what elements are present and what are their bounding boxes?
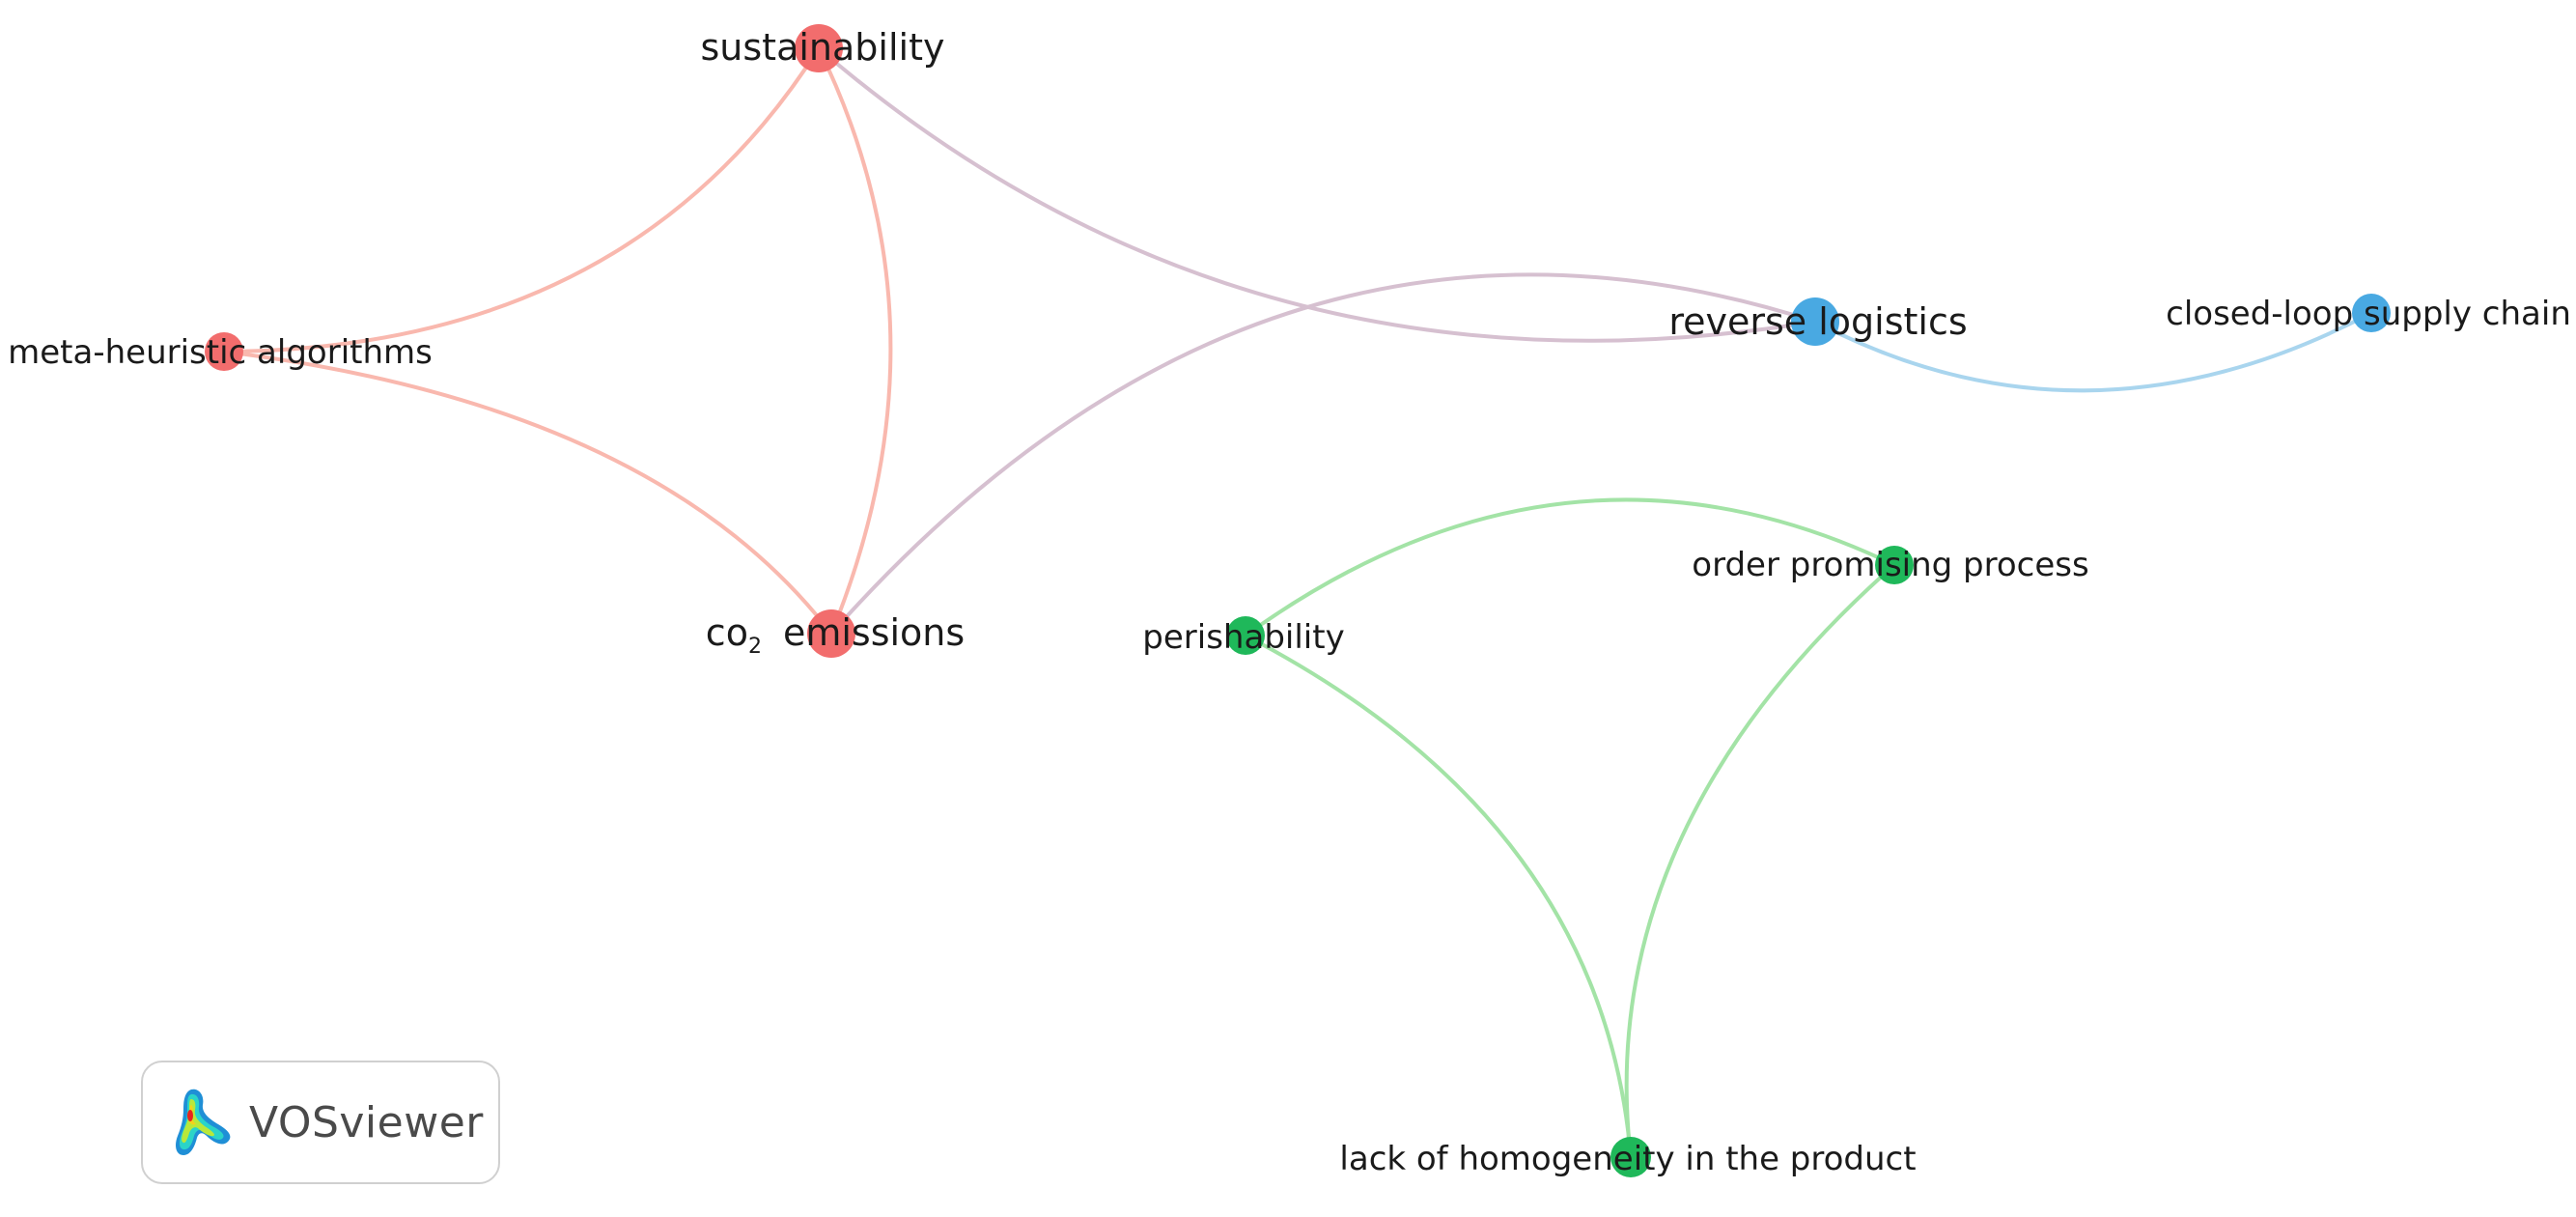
edge-reverse-closed <box>1814 311 2372 393</box>
label-co2-emissions[interactable]: co2 emissions <box>706 611 965 659</box>
label-order-promising-process[interactable]: order promising process <box>1692 546 2088 584</box>
edge-sustainability-reverse <box>817 46 1816 343</box>
label-meta-heuristic-algorithms[interactable]: meta-heuristic algorithms <box>8 333 433 372</box>
node-perishability[interactable] <box>1226 616 1265 655</box>
edge-order-lack <box>1624 563 1896 1158</box>
edge-perish-order <box>1244 497 1895 637</box>
label-closed-loop-supply-chain[interactable]: closed-loop supply chain <box>2166 295 2571 333</box>
label-reverse-logistics[interactable]: reverse logistics <box>1668 300 1967 343</box>
vosviewer-density-icon <box>176 1089 231 1155</box>
edge-meta-co2 <box>223 350 833 636</box>
label-perishability[interactable]: perishability <box>1142 618 1344 657</box>
vosviewer-badge: VOSviewer <box>141 1061 500 1184</box>
label-sustainability[interactable]: sustainability <box>701 26 945 69</box>
label-co2-subscript: 2 <box>748 635 762 659</box>
node-reverse-logistics[interactable] <box>1791 297 1839 346</box>
node-co2-emissions[interactable] <box>807 609 855 658</box>
label-layer: sustainability meta-heuristic algorithms… <box>8 26 2571 1178</box>
node-closed-loop-supply-chain[interactable] <box>2352 294 2391 332</box>
edge-layer <box>223 46 2372 1158</box>
node-sustainability[interactable] <box>795 24 843 72</box>
label-co2-suffix: emissions <box>783 611 965 654</box>
label-lack-of-homogeneity[interactable]: lack of homogeneity in the product <box>1339 1140 1916 1178</box>
edge-sustainability-meta <box>223 46 821 354</box>
label-co2-prefix: co <box>706 611 748 654</box>
edge-sustainability-co2 <box>817 47 893 635</box>
vosviewer-logo-text: VOSviewer <box>249 1097 484 1147</box>
node-lack-of-homogeneity[interactable] <box>1610 1137 1651 1177</box>
node-layer <box>205 24 2391 1177</box>
node-order-promising-process[interactable] <box>1875 546 1914 584</box>
node-meta-heuristic-algorithms[interactable] <box>205 332 243 371</box>
edge-co2-reverse <box>829 272 1816 636</box>
edge-perish-lack <box>1245 634 1633 1158</box>
